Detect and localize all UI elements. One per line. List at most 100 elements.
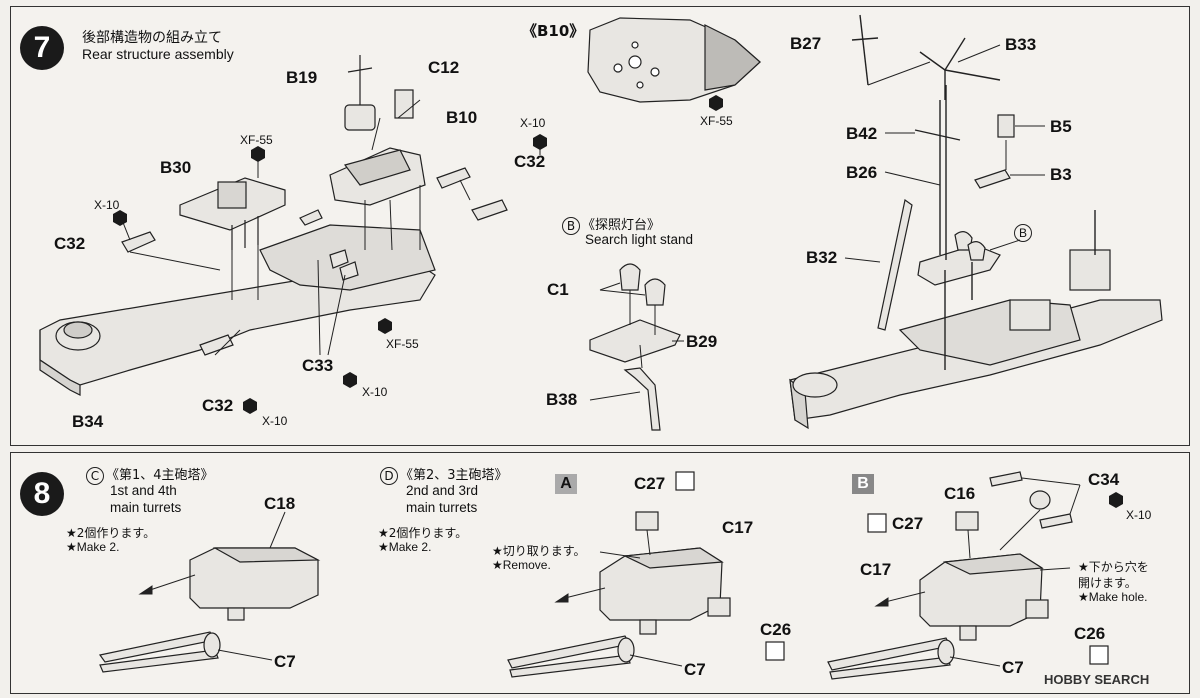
label-c34: C34 bbox=[1088, 470, 1120, 489]
turret-d-note-en: ★Make 2. bbox=[378, 540, 432, 554]
platform-b29 bbox=[589, 319, 681, 363]
label-c33: C33 bbox=[302, 356, 334, 375]
label-c12: C12 bbox=[428, 58, 460, 77]
step-7-title-jp: 後部構造物の組み立て bbox=[82, 30, 222, 46]
label-b34: B34 bbox=[72, 412, 104, 431]
part-c16 bbox=[1029, 490, 1051, 510]
part-b3 bbox=[974, 169, 1011, 189]
turret-d-line2: main turrets bbox=[406, 500, 478, 515]
searchlight-title-jp: 《探照灯台》 bbox=[582, 218, 661, 233]
label-b42: B42 bbox=[846, 124, 878, 143]
label-xf55-b: XF-55 bbox=[386, 337, 419, 351]
label-x10-a: X-10 bbox=[520, 116, 546, 130]
label-x10-8: X-10 bbox=[1126, 508, 1152, 522]
label-c26-b: C26 bbox=[1074, 624, 1106, 643]
label-xf55-c: XF-55 bbox=[700, 114, 733, 128]
label-c7-a: C7 bbox=[684, 660, 706, 679]
label-b5: B5 bbox=[1050, 117, 1072, 136]
label-c17-b: C17 bbox=[860, 560, 892, 579]
turret-c-line1: 1st and 4th bbox=[110, 483, 177, 498]
c27-outline-b bbox=[867, 513, 887, 533]
turret-d-title: D《第2、3主砲塔》 bbox=[380, 464, 508, 485]
part-c26-b bbox=[1025, 599, 1049, 619]
searchlight-title-en: Search light stand bbox=[585, 232, 694, 247]
turret-c-line2: main turrets bbox=[110, 500, 182, 515]
c26-outline-b bbox=[1089, 645, 1109, 665]
label-b10-ref: 《B10》 bbox=[522, 22, 585, 40]
paint-x10-a bbox=[533, 134, 547, 150]
circle-d: D bbox=[380, 466, 398, 485]
paint-xf55-c bbox=[709, 95, 723, 111]
c26-outline-a bbox=[765, 641, 785, 661]
label-x10-c: X-10 bbox=[262, 414, 288, 428]
label-b38: B38 bbox=[546, 390, 578, 409]
label-b33: B33 bbox=[1005, 35, 1037, 54]
turret-c-note-jp: ★2個作ります。 bbox=[66, 526, 156, 540]
variant-a-note-en: ★Remove. bbox=[492, 558, 551, 572]
label-b32: B32 bbox=[806, 248, 838, 267]
part-c12 bbox=[394, 89, 414, 119]
part-c27-b bbox=[955, 511, 979, 531]
turret-d-title-jp: 《第2、3主砲塔》 bbox=[400, 468, 508, 483]
label-c7-b: C7 bbox=[1002, 658, 1024, 677]
circle-b-ref: B bbox=[1014, 224, 1032, 242]
searchlight-c1-a bbox=[619, 263, 641, 291]
paint-xf55-a bbox=[251, 146, 265, 162]
circle-c: C bbox=[86, 466, 104, 485]
paint-x10-c bbox=[243, 398, 257, 414]
label-b19: B19 bbox=[286, 68, 318, 87]
variant-b-note-jp1: ★下から穴を bbox=[1078, 560, 1149, 574]
turret-c-title-jp: 《第1、4主砲塔》 bbox=[106, 468, 214, 483]
searchlight-title: B《探照灯台》 bbox=[562, 214, 660, 235]
part-c34-b bbox=[1039, 513, 1073, 529]
gun-c32-left bbox=[121, 231, 156, 253]
part-b32 bbox=[877, 198, 913, 331]
variant-a-note-jp: ★切り取ります。 bbox=[492, 544, 586, 558]
label-xf55-a: XF-55 bbox=[240, 133, 273, 147]
label-c7-c: C7 bbox=[274, 652, 296, 671]
label-c32-a: C32 bbox=[514, 152, 546, 171]
label-c32-b: C32 bbox=[54, 234, 86, 253]
turret-c-note-en: ★Make 2. bbox=[66, 540, 120, 554]
label-c27-b: C27 bbox=[892, 514, 924, 533]
variant-a-box: A bbox=[555, 474, 577, 494]
variant-b-note-en: ★Make hole. bbox=[1078, 590, 1148, 604]
label-b26: B26 bbox=[846, 163, 878, 182]
step-number-7: 7 bbox=[20, 26, 64, 70]
label-c1: C1 bbox=[547, 280, 569, 299]
step-number-8: 8 bbox=[20, 472, 64, 516]
searchlight-c1-b bbox=[644, 278, 666, 306]
step-7-title-en: Rear structure assembly bbox=[82, 46, 234, 62]
circle-b: B bbox=[562, 216, 580, 235]
label-b10: B10 bbox=[446, 108, 478, 127]
label-b29: B29 bbox=[686, 332, 718, 351]
label-b30: B30 bbox=[160, 158, 192, 177]
label-c16-b: C16 bbox=[944, 484, 976, 503]
label-c17-a: C17 bbox=[722, 518, 754, 537]
label-c26-a: C26 bbox=[760, 620, 792, 639]
label-c32-c: C32 bbox=[202, 396, 234, 415]
part-b5 bbox=[997, 114, 1015, 138]
paint-x10-b bbox=[113, 210, 127, 226]
watermark: HOBBY SEARCH bbox=[1044, 672, 1150, 687]
label-x10-b: X-10 bbox=[94, 198, 120, 212]
label-b-ref: B bbox=[1014, 224, 1034, 242]
c27-outline-a bbox=[675, 471, 695, 491]
variant-b-box: B bbox=[852, 474, 874, 494]
paint-xf55-b bbox=[378, 318, 392, 334]
label-x10-d: X-10 bbox=[362, 385, 388, 399]
part-c26-a bbox=[707, 597, 731, 617]
turret-c-title: C《第1、4主砲塔》 bbox=[86, 464, 214, 485]
label-c27-a: C27 bbox=[634, 474, 666, 493]
turret-d-line1: 2nd and 3rd bbox=[406, 483, 479, 498]
part-c27-a bbox=[635, 511, 659, 531]
paint-x10-8 bbox=[1109, 492, 1123, 508]
label-b3: B3 bbox=[1050, 165, 1072, 184]
paint-x10-d bbox=[343, 372, 357, 388]
part-c34-a bbox=[989, 471, 1023, 487]
turret-d-note-jp: ★2個作ります。 bbox=[378, 526, 468, 540]
label-c18: C18 bbox=[264, 494, 296, 513]
variant-b-note-jp2: 開けます。 bbox=[1078, 576, 1137, 590]
